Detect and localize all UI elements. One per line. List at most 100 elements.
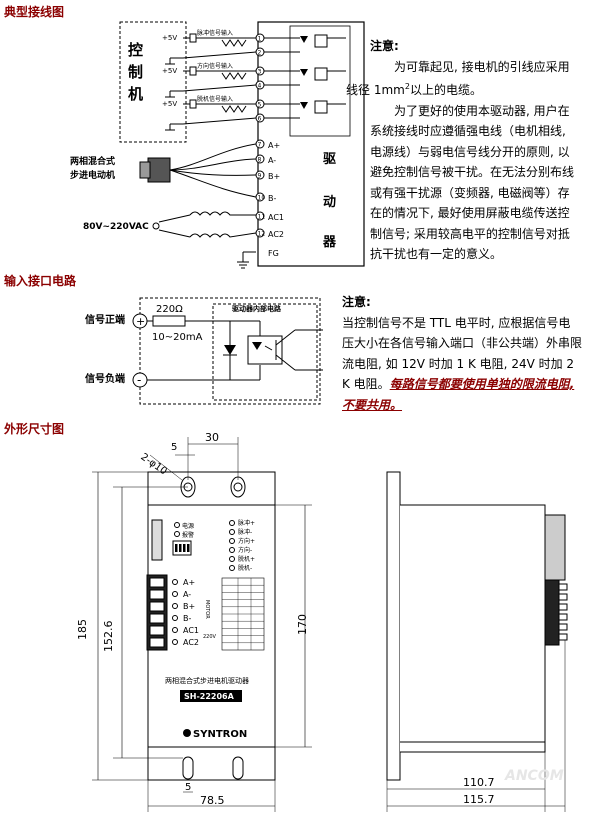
front-signal-label: 脱机- <box>238 564 252 572</box>
motor-label-1: 两相混合式 <box>70 155 115 167</box>
wiring-section-title: 典型接线图 <box>4 5 65 19</box>
pin-number: 5 <box>258 102 262 109</box>
front-signal-label: 脉冲+ <box>238 519 255 527</box>
opto-icon <box>247 335 283 365</box>
front-terminal-label: B+ <box>183 602 195 611</box>
resistor-icon <box>152 315 186 327</box>
driver-char-2: 动 <box>323 195 336 210</box>
vcc-label: +5V <box>162 67 177 75</box>
pin-number: 8 <box>258 157 262 164</box>
controller-char-1: 控 <box>128 41 143 59</box>
front-terminal-label: B- <box>183 614 191 623</box>
wiring-note-para1: 为可靠起见, 接电机的引线应采用线径 1mm2以上的电缆。 <box>346 59 570 98</box>
product-name: 两相混合式步进电机驱动器 <box>165 676 249 685</box>
inductor-icon-1 <box>189 211 256 216</box>
motor-vertical-label: MOTOR <box>204 600 210 619</box>
signal-input-label: 脉冲信号输入 <box>197 29 233 37</box>
dimension-section-title: 外形尺寸图 <box>4 422 65 436</box>
wiring-note-para2: 为了更好的使用本驱动器, 用户在系统接线时应遵循强电线（电机相线, 电源线）与弱… <box>370 103 575 262</box>
small-terminal-strip <box>151 519 163 561</box>
input-note-para: 当控制信号不是 TTL 电平时, 应根据信号电压大小在各信号输入端口（非公共端）… <box>342 315 583 412</box>
driver-char-3: 器 <box>322 235 337 250</box>
optocoupler-icon <box>314 34 328 48</box>
terminal-label: AC1 <box>268 213 284 222</box>
alarm-led-label: 报警 <box>182 531 194 539</box>
wiring-note-title: 注意: <box>370 39 399 53</box>
pin-number: 4 <box>258 83 262 90</box>
front-signal-label: 方向+ <box>238 537 255 545</box>
pin-number: 12 <box>258 231 266 238</box>
front-signal-label: 脉冲- <box>238 528 252 536</box>
model-badge <box>180 690 242 702</box>
resistor-value: 220Ω <box>156 304 183 315</box>
terminal-label: AC2 <box>268 230 284 239</box>
input-note: 注意: 当控制信号不是 TTL 电平时, 应根据信号电压大小在各信号输入端口（非… <box>342 292 582 415</box>
pin-number: 9 <box>258 173 262 180</box>
dim-78-5: 78.5 <box>200 794 225 807</box>
model-text: SH-22206A <box>184 692 235 701</box>
pin-number: 6 <box>258 116 262 123</box>
power-led-icon <box>174 522 180 528</box>
optocoupler-icon <box>314 100 328 114</box>
optocoupler-icon <box>314 67 328 81</box>
watermark: ANCOM <box>504 768 564 784</box>
front-terminal-label: AC1 <box>183 626 199 635</box>
dim-152-6: 152.6 <box>102 621 115 653</box>
side-base <box>386 471 401 781</box>
dim-110-7: 110.7 <box>463 776 495 789</box>
pin-number: 3 <box>258 69 262 76</box>
alarm-led-icon <box>174 531 180 537</box>
inductor-icon-2 <box>189 232 257 238</box>
pin-number: 7 <box>258 142 262 149</box>
power-terminal-icon <box>152 222 160 230</box>
vcc-label: +5V <box>162 34 177 42</box>
motor-label-2: 步进电动机 <box>70 169 115 181</box>
side-small-terminal <box>544 514 566 581</box>
plus-sign: + <box>136 315 145 328</box>
current-value: 10~20mA <box>152 332 203 343</box>
dim-170: 170 <box>296 614 309 635</box>
pin-number: 11 <box>258 214 266 221</box>
front-signal-label: 脱机+ <box>238 555 255 563</box>
input-inner-box <box>212 303 318 401</box>
signal-pos-label: 信号正端 <box>85 313 125 326</box>
terminal-label: A+ <box>268 141 280 150</box>
driver-char-1: 驱 <box>323 152 336 167</box>
mount-slot-bottom-left <box>182 756 194 780</box>
controller-box <box>119 21 187 143</box>
wiring-note: 注意: 为可靠起见, 接电机的引线应采用线径 1mm2以上的电缆。 为了更好的使… <box>346 36 580 265</box>
brand-name: SYNTRON <box>193 729 247 740</box>
terminal-label: FG <box>268 249 279 258</box>
input-outer-box <box>139 297 321 405</box>
motor-icon <box>147 157 171 183</box>
dim-5-top: 5 <box>171 442 177 453</box>
controller-char-2: 制 <box>128 63 143 81</box>
brand-logo-icon <box>183 729 191 737</box>
pin-number: 2 <box>258 50 262 57</box>
diode-icon <box>224 345 236 355</box>
input-note-title: 注意: <box>342 295 371 309</box>
front-terminal-label: AC2 <box>183 638 199 647</box>
minus-sign: - <box>137 373 141 387</box>
controller-char-3: 机 <box>128 85 143 103</box>
terminal-label: B- <box>268 194 276 203</box>
dim-185: 185 <box>76 619 89 640</box>
dim-5-bottom: 5 <box>185 782 191 793</box>
v220-label: 220V <box>203 634 217 640</box>
front-terminal-label: A+ <box>183 578 195 587</box>
dim-115-7: 115.7 <box>463 793 495 806</box>
signal-neg-label: 信号负端 <box>85 372 125 385</box>
signal-input-label: 方向信号输入 <box>197 62 233 70</box>
mount-slot-bottom-right <box>232 756 244 780</box>
front-signal-label: 方向- <box>238 546 252 554</box>
vcc-label: +5V <box>162 100 177 108</box>
inner-circuit-label: 驱动器内部电路 <box>232 304 282 313</box>
dim-30: 30 <box>205 431 219 444</box>
front-terminal-label: A- <box>183 590 191 599</box>
terminal-label: A- <box>268 156 276 165</box>
pin-terminal <box>255 228 265 238</box>
motor-shaft-icon <box>139 161 151 179</box>
pin-number: 1 <box>258 36 262 43</box>
signal-input-label: 脱机信号输入 <box>197 95 233 103</box>
